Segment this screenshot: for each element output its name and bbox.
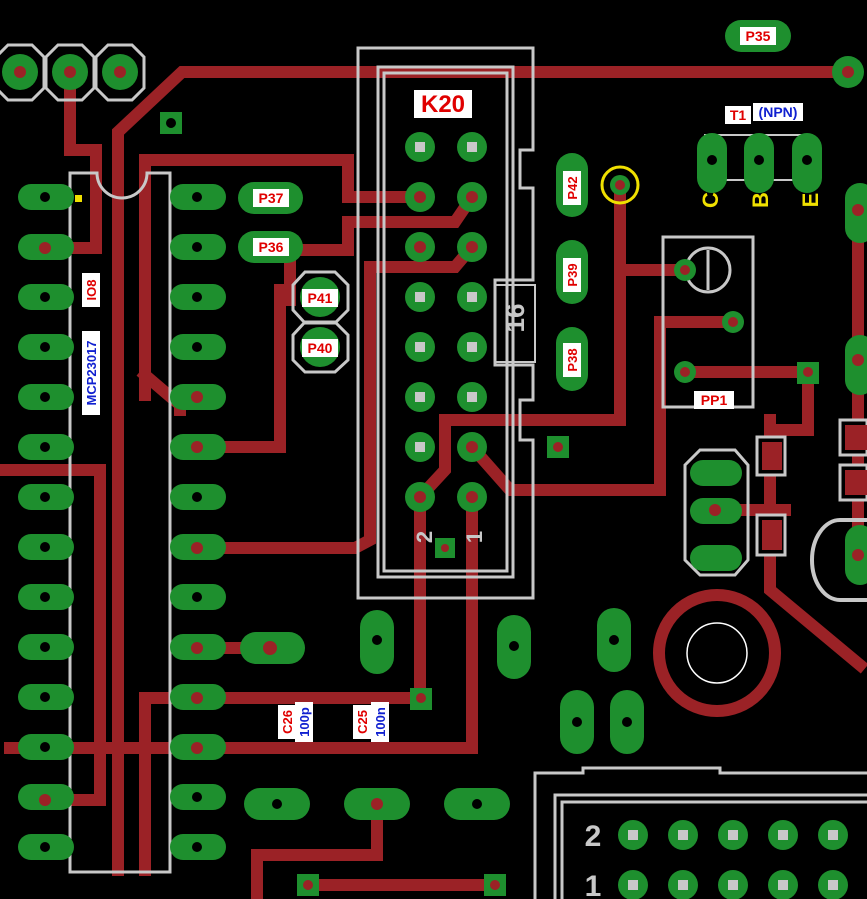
pin1-marker <box>75 195 82 202</box>
oscillator-outline <box>810 518 867 602</box>
traces <box>0 66 867 899</box>
labels: K20 P35 P37 P36 P41 P40 P42 P39 P38 T1 <box>82 27 823 899</box>
k20-pin-count: 16 <box>500 304 530 333</box>
trace <box>251 799 383 899</box>
k20-key <box>494 284 536 363</box>
npn-label: (NPN) <box>759 104 798 120</box>
trace <box>764 366 814 436</box>
pin-b-label: B <box>748 192 773 208</box>
p40-outline <box>291 320 350 374</box>
t1-label: T1 <box>730 107 747 123</box>
p40-label: P40 <box>308 340 333 356</box>
k20-pin1-label: 1 <box>462 531 487 543</box>
p42-label: P42 <box>565 176 580 199</box>
p41-label: P41 <box>308 290 333 306</box>
io8-label: IO8 <box>84 280 99 301</box>
mcp23017-label: MCP23017 <box>84 340 99 405</box>
trace <box>139 154 426 401</box>
mcp23017-outline <box>68 171 172 874</box>
c25-label: C25 <box>355 710 370 734</box>
pp1-label: PP1 <box>701 392 728 408</box>
conn2-pin1-label: 1 <box>585 870 602 899</box>
trace <box>411 179 626 506</box>
k20-pin2-label: 2 <box>412 531 437 543</box>
trace <box>764 414 867 674</box>
p39-label: P39 <box>565 263 580 286</box>
c25-value: 100n <box>373 707 388 737</box>
trace <box>4 491 478 754</box>
k20-inner2 <box>382 71 509 573</box>
k20-label: K20 <box>421 91 465 118</box>
highlight-via <box>600 165 640 205</box>
crystal-outline <box>683 448 750 577</box>
trace <box>39 66 102 254</box>
buzzer-outline <box>686 622 748 684</box>
k20-inner <box>376 65 515 579</box>
p38-label: P38 <box>565 348 580 371</box>
pin-e-label: E <box>798 193 823 208</box>
k20-outline <box>356 46 535 600</box>
trace <box>112 66 854 876</box>
pin-c-label: C <box>698 192 723 208</box>
conn2-pin2-label: 2 <box>585 820 602 853</box>
conn2-outline <box>533 766 867 899</box>
c26-value: 100p <box>297 707 312 737</box>
vias <box>75 56 864 896</box>
buzzer-icon <box>653 589 781 717</box>
p36-label: P36 <box>259 239 284 255</box>
trace <box>463 316 741 496</box>
c26-label: C26 <box>280 710 295 734</box>
p35-label: P35 <box>746 28 771 44</box>
trace <box>191 238 481 554</box>
p37-label: P37 <box>259 190 284 206</box>
